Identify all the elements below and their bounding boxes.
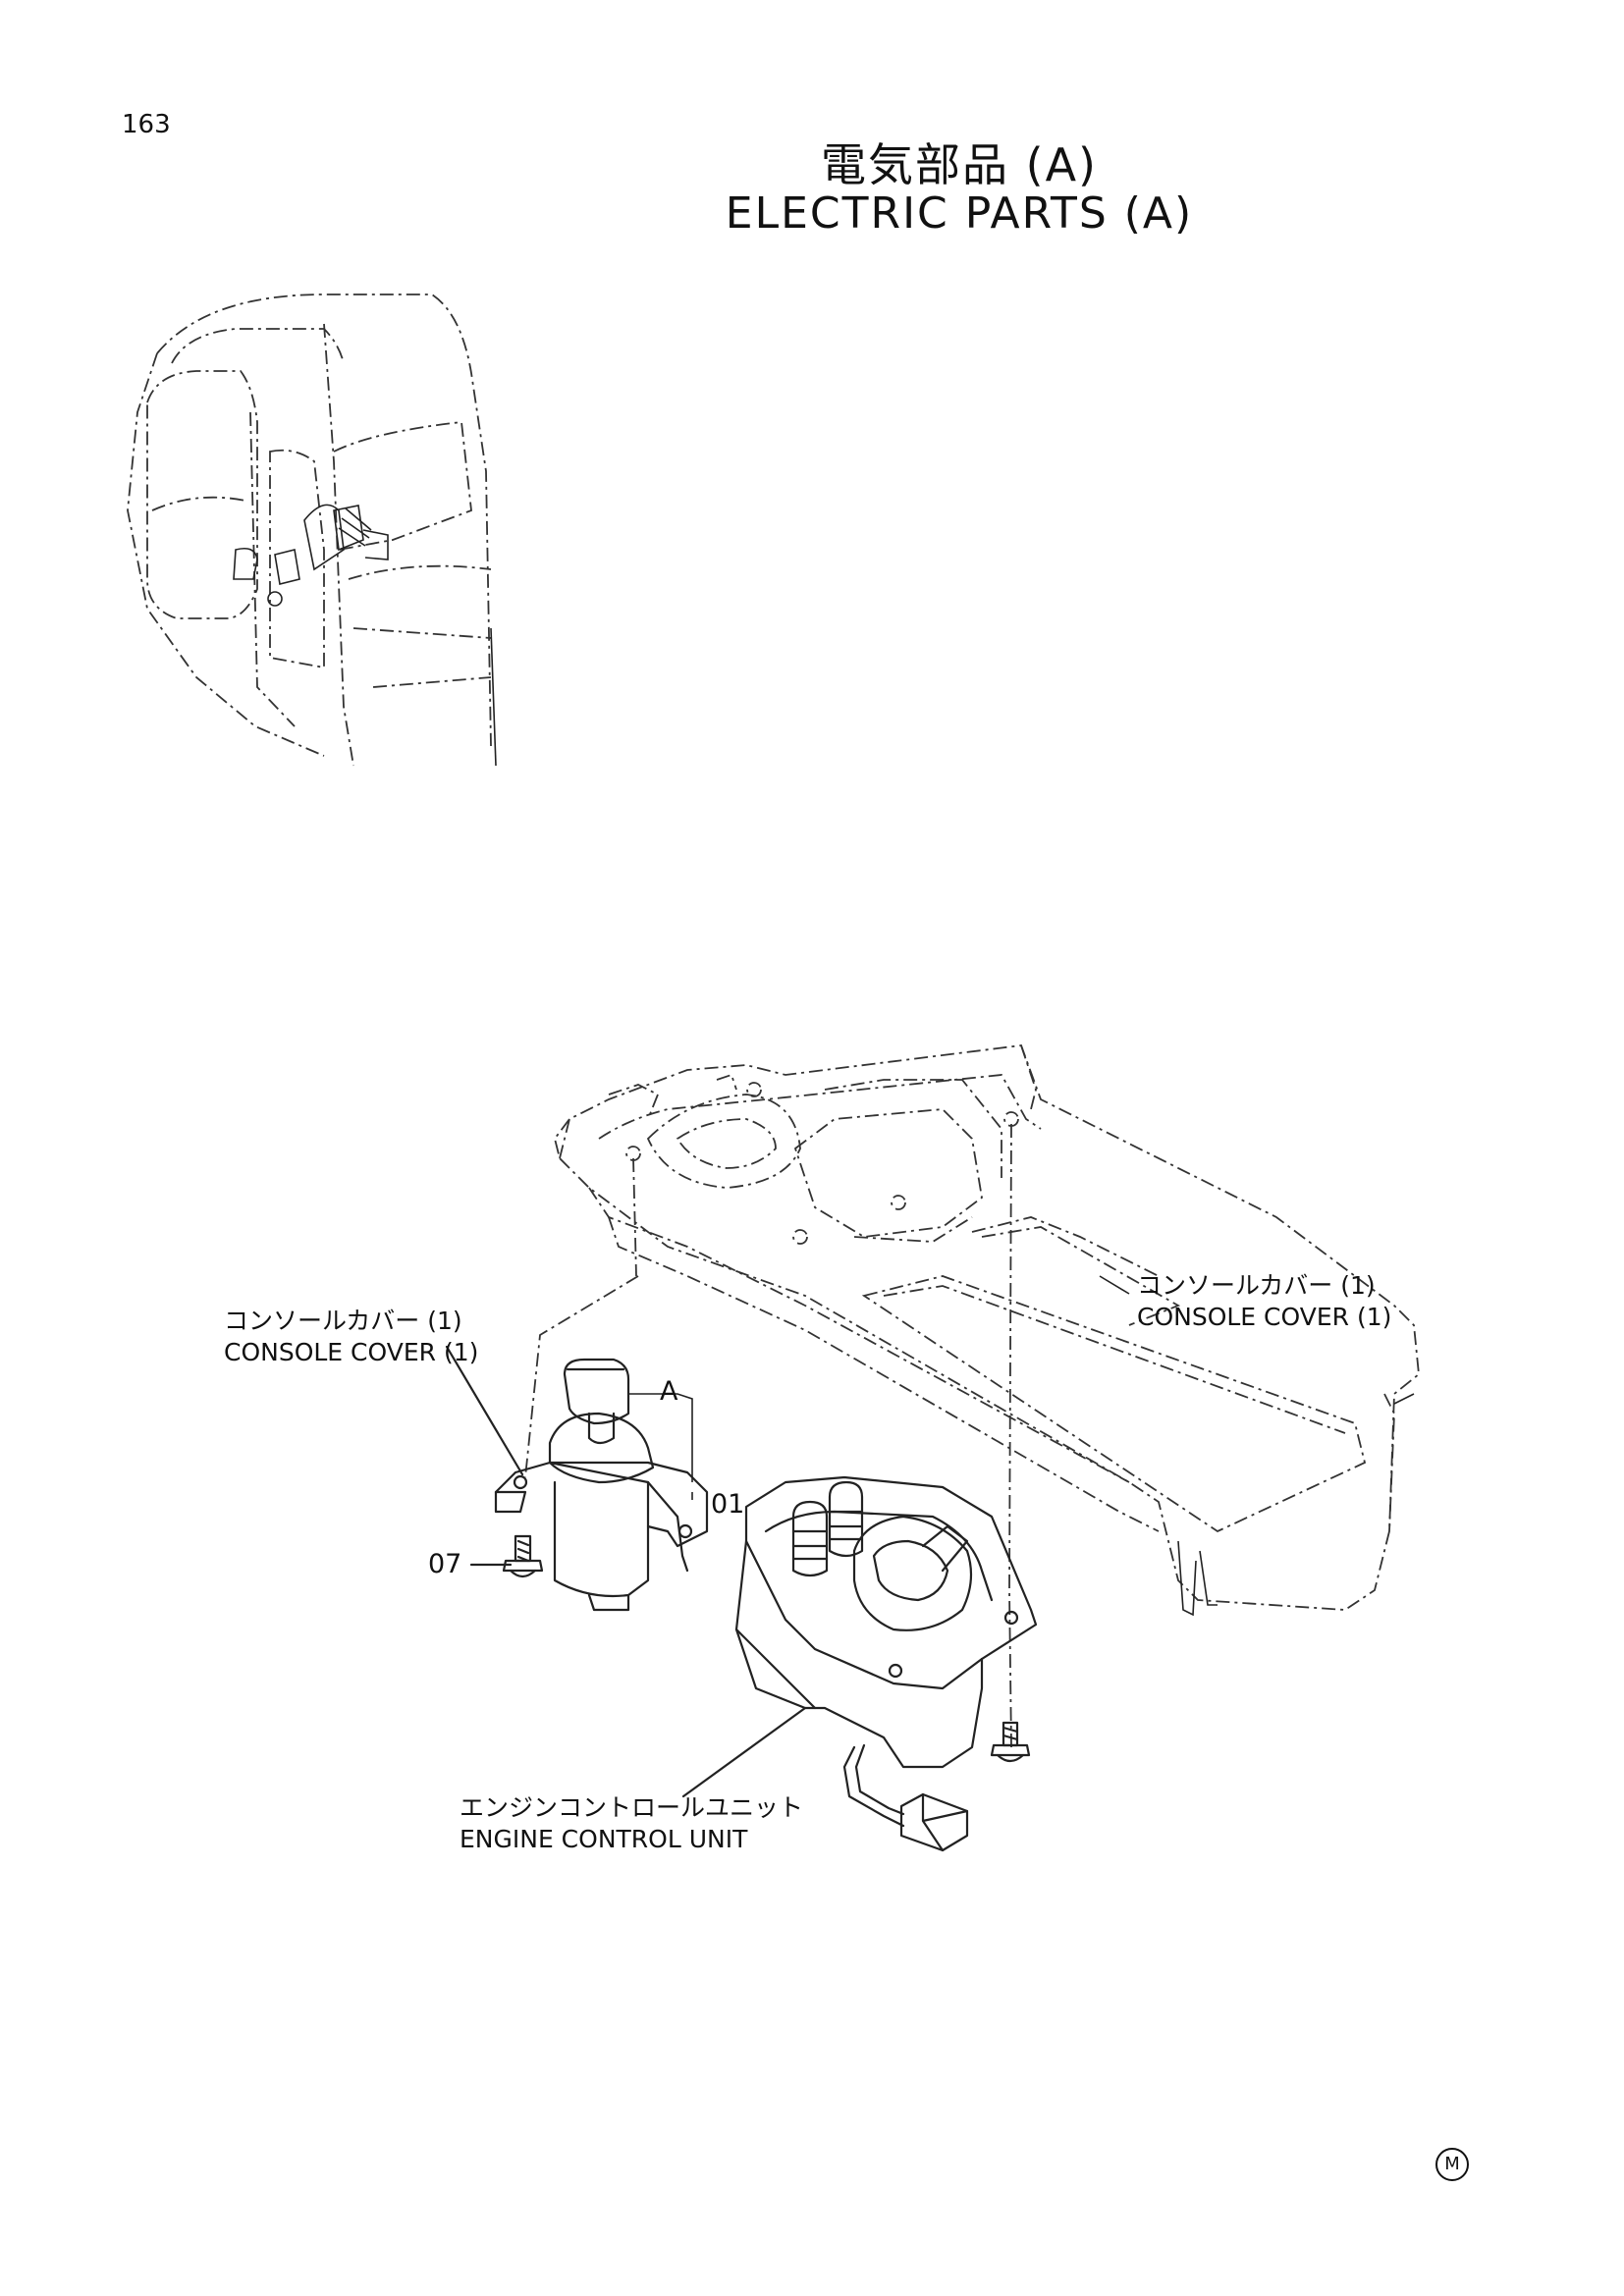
engine-control-unit-drawing xyxy=(734,1475,1038,1852)
console-cover-right-label-en: CONSOLE COVER (1) xyxy=(1137,1303,1392,1331)
m-mark-icon: M xyxy=(1435,2148,1469,2181)
title-english: ELECTRIC PARTS (A) xyxy=(725,188,1194,239)
console-cover-right-label: コンソールカバー (1) CONSOLE COVER (1) xyxy=(1137,1270,1391,1333)
callout-part-01: 01 xyxy=(711,1489,745,1520)
engine-control-unit-label-jp: エンジンコントロールユニット xyxy=(460,1793,804,1822)
screw-drawing xyxy=(990,1721,1031,1763)
key-switch-drawing xyxy=(494,1358,709,1612)
cab-illustration xyxy=(127,294,497,767)
engine-control-unit-label: エンジンコントロールユニット ENGINE CONTROL UNIT xyxy=(460,1792,803,1855)
page-number: 163 xyxy=(122,110,171,139)
callout-a: A xyxy=(660,1376,678,1407)
console-cover-left-label-jp: コンソールカバー (1) xyxy=(224,1307,462,1335)
callout-part-07: 07 xyxy=(428,1549,462,1579)
console-cover-right-label-jp: コンソールカバー (1) xyxy=(1137,1271,1376,1300)
title-japanese: 電気部品 (A) xyxy=(821,138,1098,191)
engine-control-unit-label-en: ENGINE CONTROL UNIT xyxy=(460,1825,748,1853)
bolt-drawing xyxy=(469,1534,544,1578)
console-cover-drawing xyxy=(554,1044,1420,1748)
leader-lines xyxy=(445,1275,1130,1798)
console-cover-left-label: コンソールカバー (1) CONSOLE COVER (1) xyxy=(224,1306,478,1368)
console-cover-left-label-en: CONSOLE COVER (1) xyxy=(224,1338,479,1366)
